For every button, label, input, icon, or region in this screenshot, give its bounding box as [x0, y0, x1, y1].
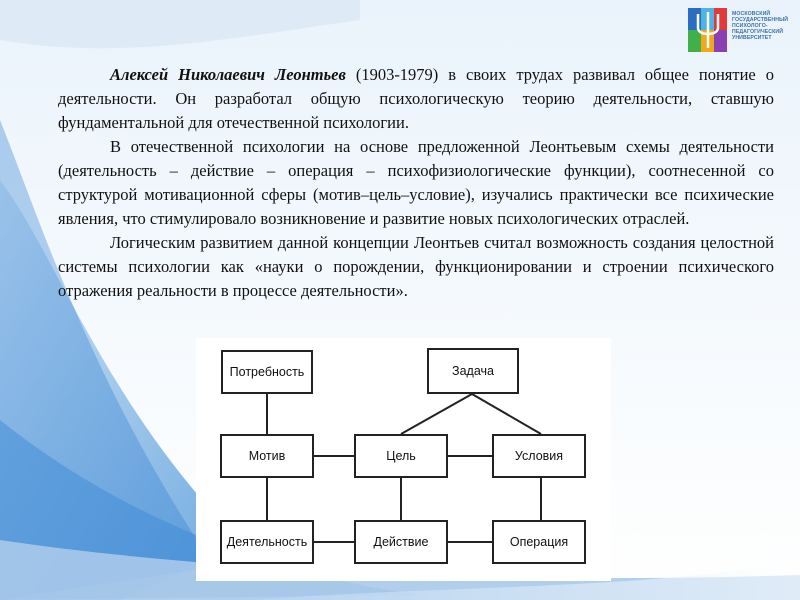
node-potrebnost: Потребность	[221, 350, 313, 394]
logo-line: ПСИХОЛОГО-	[732, 23, 768, 30]
node-deystvie: Действие	[354, 520, 448, 564]
mgppu-logo-icon	[688, 8, 727, 52]
node-usloviya: Условия	[492, 434, 586, 478]
logo-line: ПЕДАГОГИЧЕСКИЙ	[732, 29, 784, 36]
logo-line: МОСКОВСКИЙ	[732, 11, 771, 17]
logo-line: ГОСУДАРСТВЕННЫЙ	[732, 17, 789, 24]
body-text: Алексей Николаевич Леонтьев (1903-1979) …	[58, 63, 774, 303]
paragraph-1: Алексей Николаевич Леонтьев (1903-1979) …	[58, 63, 774, 135]
logo-text: МОСКОВСКИЙ ГОСУДАРСТВЕННЫЙ ПСИХОЛОГО- ПЕ…	[732, 11, 798, 41]
university-logo: МОСКОВСКИЙ ГОСУДАРСТВЕННЫЙ ПСИХОЛОГО- ПЕ…	[688, 8, 798, 54]
node-operatsiya: Операция	[492, 520, 586, 564]
node-deyatelnost: Деятельность	[220, 520, 314, 564]
edge-zadacha-tsel	[400, 393, 473, 435]
logo-line: УНИВЕРСИТЕТ	[732, 35, 772, 42]
node-motiv: Мотив	[220, 434, 314, 478]
edge-zadacha-usloviya	[471, 393, 542, 435]
paragraph-1-text: (1903-1979) в своих трудах развивал обще…	[58, 65, 774, 132]
paragraph-2: В отечественной психологии на основе пре…	[58, 137, 774, 228]
node-tsel: Цель	[354, 434, 448, 478]
activity-structure-diagram: Потребность Задача Мотив Цель Условия Де…	[196, 338, 611, 581]
author-name: Алексей Николаевич Леонтьев	[110, 65, 346, 84]
diagram-connectors	[266, 393, 542, 543]
paragraph-3: Логическим развитием данной концепции Ле…	[58, 233, 774, 300]
node-zadacha: Задача	[427, 348, 519, 394]
